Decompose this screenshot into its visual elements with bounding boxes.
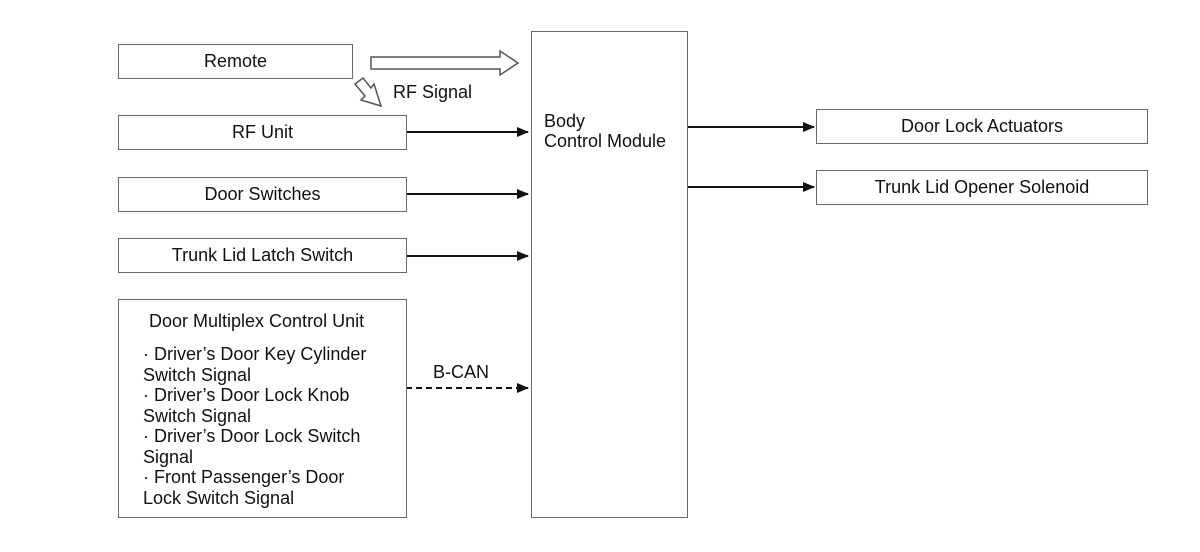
dmcu-signal-line: Switch Signal: [143, 405, 252, 426]
bcan-label: B-CAN: [433, 362, 490, 382]
trunk-latch-switch-box: Trunk Lid Latch Switch: [118, 238, 407, 273]
dmcu-signal-line: Lock Switch Signal: [143, 487, 295, 508]
dmcu-signal-line: · Driver’s Door Lock Switch: [143, 426, 361, 446]
door-multiplex-control-unit-box: Door Multiplex Control Unit · Driver’s D…: [118, 299, 407, 518]
dmcu-title: Door Multiplex Control Unit: [149, 311, 365, 331]
remote-box: Remote: [118, 44, 353, 79]
bcm-label: Body Control Module: [544, 111, 666, 151]
rf-unit-label: RF Unit: [231, 122, 293, 142]
bcm-label-line2: Control Module: [544, 131, 667, 151]
remote-to-rf-hollow-arrow: [353, 76, 383, 108]
dmcu-signal-list: · Driver’s Door Key Cylinder Switch Sign…: [143, 344, 366, 508]
bcm-label-line1: Body: [544, 111, 586, 131]
rf-unit-box: RF Unit: [118, 115, 407, 150]
rf-signal-label: RF Signal: [393, 82, 473, 102]
trunk-opener-label: Trunk Lid Opener Solenoid: [874, 177, 1090, 197]
door-switches-box: Door Switches: [118, 177, 407, 212]
body-control-module-box: Body Control Module: [531, 31, 688, 518]
remote-to-bcm-hollow-arrow: [370, 49, 520, 77]
dmcu-signal-line: · Front Passenger’s Door: [143, 467, 345, 487]
dmcu-signal-line: Switch Signal: [143, 364, 252, 385]
door-lock-actuators-label: Door Lock Actuators: [900, 116, 1064, 136]
remote-label: Remote: [203, 51, 268, 71]
dmcu-signal-line: · Driver’s Door Key Cylinder: [143, 344, 367, 364]
trunk-opener-solenoid-box: Trunk Lid Opener Solenoid: [816, 170, 1148, 205]
dmcu-signal-line: Signal: [143, 446, 194, 467]
dmcu-signal-line: · Driver’s Door Lock Knob: [143, 385, 350, 405]
trunk-latch-switch-label: Trunk Lid Latch Switch: [171, 245, 354, 265]
door-lock-actuators-box: Door Lock Actuators: [816, 109, 1148, 144]
door-switches-label: Door Switches: [204, 184, 321, 204]
